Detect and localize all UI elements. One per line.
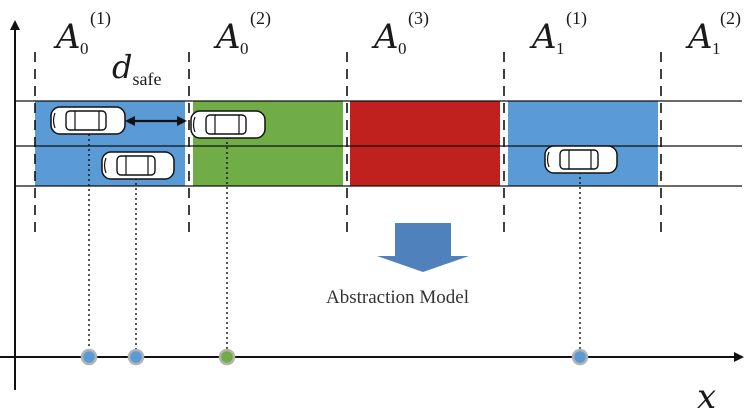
- safe-distance-label: dsafe: [112, 48, 161, 89]
- axis-dot: [218, 348, 236, 366]
- projection-lines: [88, 134, 581, 357]
- svg-text:(1): (1): [90, 8, 111, 29]
- svg-text:A: A: [213, 17, 241, 57]
- cell-label-a1-1: A 1 (1): [529, 8, 587, 58]
- cell-label-a0-1: A 0 (1): [53, 8, 111, 58]
- svg-text:A: A: [685, 17, 713, 57]
- car-1: [50, 106, 126, 135]
- abstraction-arrow: [377, 223, 469, 272]
- svg-text:(2): (2): [720, 8, 741, 29]
- axis-dot: [80, 348, 98, 366]
- x-axis-label: x: [697, 377, 716, 413]
- svg-text:1: 1: [712, 39, 721, 58]
- svg-text:(2): (2): [250, 8, 271, 29]
- car-4: [544, 145, 618, 174]
- cell-a0-3-fill: [350, 101, 500, 186]
- cell-boundaries: [34, 52, 662, 232]
- svg-text:1: 1: [556, 39, 565, 58]
- lane-lines: [15, 100, 742, 187]
- svg-text:0: 0: [398, 39, 407, 58]
- svg-text:A: A: [529, 17, 557, 57]
- cell-label-a1-2: A 1 (2): [685, 8, 741, 58]
- car-3: [190, 110, 266, 139]
- svg-text:(1): (1): [566, 8, 587, 29]
- axis-dot: [571, 348, 589, 366]
- cell-label-a0-3: A 0 (3): [371, 8, 429, 58]
- car-2: [101, 151, 175, 180]
- axis-dots: [80, 348, 589, 366]
- svg-text:0: 0: [240, 39, 249, 58]
- svg-text:0: 0: [80, 39, 89, 58]
- cell-label-a0-2: A 0 (2): [213, 8, 271, 58]
- svg-text:A: A: [371, 17, 399, 57]
- svg-text:(3): (3): [408, 8, 429, 29]
- svg-text:A: A: [53, 17, 81, 57]
- axis-dot: [127, 348, 145, 366]
- abstraction-model-caption: Abstraction Model: [326, 287, 469, 308]
